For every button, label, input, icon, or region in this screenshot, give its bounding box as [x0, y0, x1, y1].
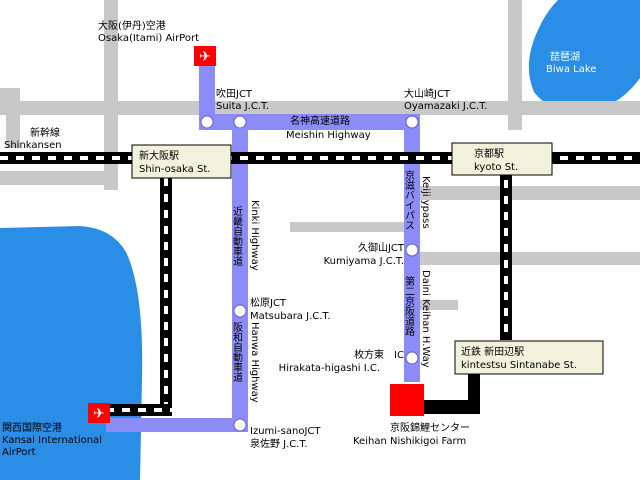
oyamazaki-en: Oyamazaki J.C.T. — [404, 101, 487, 112]
kumiyama-en: Kumiyama J.C.T. — [324, 256, 404, 267]
suita-jct-dot — [200, 115, 214, 129]
meishin-en: Meishin Highway — [286, 130, 371, 141]
shinosaka-jp: 新大阪駅 — [139, 149, 179, 162]
airplane-icon: ✈ — [199, 49, 211, 65]
biwa-lake-en: Biwa Lake — [546, 64, 596, 75]
itami-jp: 大阪(伊丹)空港 — [98, 19, 166, 32]
kyoto-jp: 京都駅 — [474, 147, 504, 160]
kansai-en-2: AirPort — [2, 447, 36, 458]
suita-jp: 吹田JCT — [216, 87, 253, 100]
shinkansen-jp: 新幹線 — [30, 126, 60, 139]
local-roads — [0, 0, 640, 310]
keiji-en: Keiji ypass — [420, 176, 431, 229]
daini-jp: 第二京阪道路 — [403, 275, 415, 337]
shintanabe-jp: 近鉄 新田辺駅 — [461, 345, 524, 358]
keihan-farm-marker[interactable] — [390, 384, 424, 416]
shintanabe-station-box[interactable]: 近鉄 新田辺駅 kintestsu Sintanabe St. — [454, 340, 604, 375]
biwa-lake — [528, 0, 640, 113]
itami-en: Osaka(Itami) AirPort — [98, 33, 199, 44]
kumiyama-jp: 久御山JCT — [358, 241, 405, 254]
kinki-en: Kinki Highway — [249, 200, 260, 271]
hirakata-en: Hirakata-higashi I.C. — [279, 363, 380, 374]
oyamazaki-jct-dot — [405, 115, 419, 129]
hirakata-ic-dot — [405, 351, 419, 365]
junction-markers — [200, 115, 419, 432]
meishin-jp: 名神高速道路 — [290, 114, 350, 127]
kyoto-station-box[interactable]: 京都駅 kyoto St. — [451, 142, 553, 176]
kansai-airport-marker[interactable]: ✈ — [88, 403, 110, 423]
shinosaka-en: Shin-osaka St. — [139, 164, 210, 175]
kinki-jp: 近畿自動車道 — [231, 205, 243, 266]
highway-network — [106, 62, 420, 432]
matsubara-jp: 松原JCT — [250, 296, 287, 309]
airplane-icon: ✈ — [93, 406, 105, 422]
itami-airport-marker[interactable]: ✈ — [194, 46, 216, 66]
daini-en: Daini Keihan H.Way — [420, 270, 431, 368]
izumisano-jp: 泉佐野 J.C.T. — [250, 437, 308, 450]
oyamazaki-jp: 大山崎JCT — [404, 87, 451, 100]
biwa-lake-jp: 琵琶湖 — [550, 51, 580, 63]
izumisano-jct-dot — [233, 418, 247, 432]
keiji-jp: 京滋バイパス — [403, 169, 415, 230]
izumisano-en: Izumi-sanoJCT — [250, 426, 321, 437]
farm-jp: 京阪錦鯉センター — [390, 421, 470, 434]
hanwa-en: Hanwa Highway — [249, 322, 260, 403]
matsubara-en: Matsubara J.C.T. — [250, 311, 331, 322]
kansai-en-1: Kansai International — [2, 435, 102, 446]
hirakata-jp: 枚方東 IC — [354, 348, 404, 361]
shinosaka-station-box[interactable]: 新大阪駅 Shin-osaka St. — [131, 144, 232, 179]
shinkansen-en: Shinkansen — [4, 140, 62, 151]
shintanabe-en: kintestsu Sintanabe St. — [461, 360, 577, 371]
suita-en: Suita J.C.T. — [216, 101, 269, 112]
hanwa-jp: 阪和自動車道 — [231, 321, 243, 382]
matsubara-jct-dot — [233, 304, 247, 318]
kumiyama-jct-dot — [405, 243, 419, 257]
meishin-kinki-jct-dot — [233, 115, 247, 129]
farm-en: Keihan Nishikigoi Farm — [353, 436, 466, 447]
kyoto-en: kyoto St. — [474, 162, 518, 173]
kansai-jp: 関西国際空港 — [2, 421, 62, 434]
